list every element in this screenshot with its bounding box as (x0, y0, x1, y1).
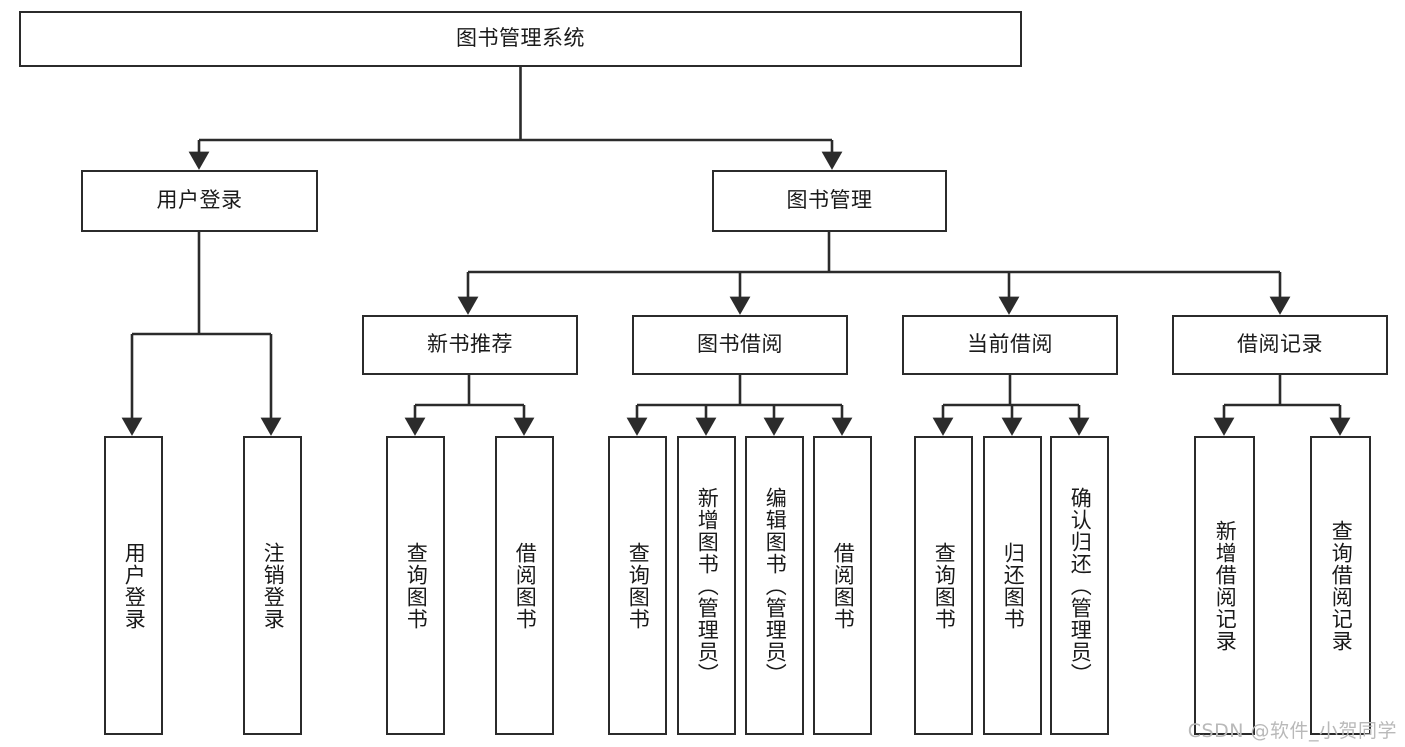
leaf-query-book-recommend[interactable]: 查询图书 (386, 436, 445, 735)
node-current-borrow[interactable]: 当前借阅 (902, 315, 1118, 375)
leaf-query-book-borrow[interactable]: 查询图书 (608, 436, 667, 735)
node-book-borrow[interactable]: 图书借阅 (632, 315, 848, 375)
leaf-query-book-borrow-label: 查询图书 (626, 541, 651, 630)
node-book-manage[interactable]: 图书管理 (712, 170, 947, 232)
leaf-return-book[interactable]: 归还图书 (983, 436, 1042, 735)
node-current-borrow-label: 当前借阅 (967, 332, 1053, 357)
leaf-borrow-book-borrow[interactable]: 借阅图书 (813, 436, 872, 735)
leaf-edit-book-admin[interactable]: 编辑图书（管理员） (745, 436, 804, 735)
node-user-login[interactable]: 用户登录 (81, 170, 318, 232)
node-borrow-record[interactable]: 借阅记录 (1172, 315, 1388, 375)
node-new-book-recommend[interactable]: 新书推荐 (362, 315, 578, 375)
leaf-borrow-book-recommend-label: 借阅图书 (513, 541, 538, 630)
leaf-user-logout[interactable]: 注销登录 (243, 436, 302, 735)
leaf-user-login[interactable]: 用户登录 (104, 436, 163, 735)
leaf-add-borrow-record-label: 新增借阅记录 (1213, 519, 1238, 652)
leaf-add-borrow-record[interactable]: 新增借阅记录 (1194, 436, 1255, 735)
leaf-user-logout-label: 注销登录 (261, 541, 286, 630)
node-root[interactable]: 图书管理系统 (19, 11, 1022, 67)
leaf-borrow-book-recommend[interactable]: 借阅图书 (495, 436, 554, 735)
leaf-query-book-recommend-label: 查询图书 (404, 541, 429, 630)
leaf-query-book-current[interactable]: 查询图书 (914, 436, 973, 735)
leaf-confirm-return-admin[interactable]: 确认归还（管理员） (1050, 436, 1109, 735)
leaf-borrow-book-borrow-label: 借阅图书 (831, 541, 856, 630)
leaf-add-book-admin[interactable]: 新增图书（管理员） (677, 436, 736, 735)
leaf-return-book-label: 归还图书 (1001, 541, 1026, 630)
leaf-edit-book-admin-label: 编辑图书（管理员） (763, 486, 788, 685)
node-user-login-label: 用户登录 (156, 188, 243, 213)
leaf-user-login-label: 用户登录 (122, 541, 147, 630)
leaf-query-borrow-record[interactable]: 查询借阅记录 (1310, 436, 1371, 735)
leaf-add-book-admin-label: 新增图书（管理员） (695, 486, 720, 685)
node-book-borrow-label: 图书借阅 (697, 332, 783, 357)
node-root-label: 图书管理系统 (456, 26, 585, 51)
node-book-manage-label: 图书管理 (786, 188, 873, 213)
leaf-query-borrow-record-label: 查询借阅记录 (1329, 519, 1354, 652)
node-borrow-record-label: 借阅记录 (1237, 332, 1323, 357)
leaf-query-book-current-label: 查询图书 (932, 541, 957, 630)
node-new-book-recommend-label: 新书推荐 (427, 332, 513, 357)
leaf-confirm-return-admin-label: 确认归还（管理员） (1068, 486, 1093, 685)
